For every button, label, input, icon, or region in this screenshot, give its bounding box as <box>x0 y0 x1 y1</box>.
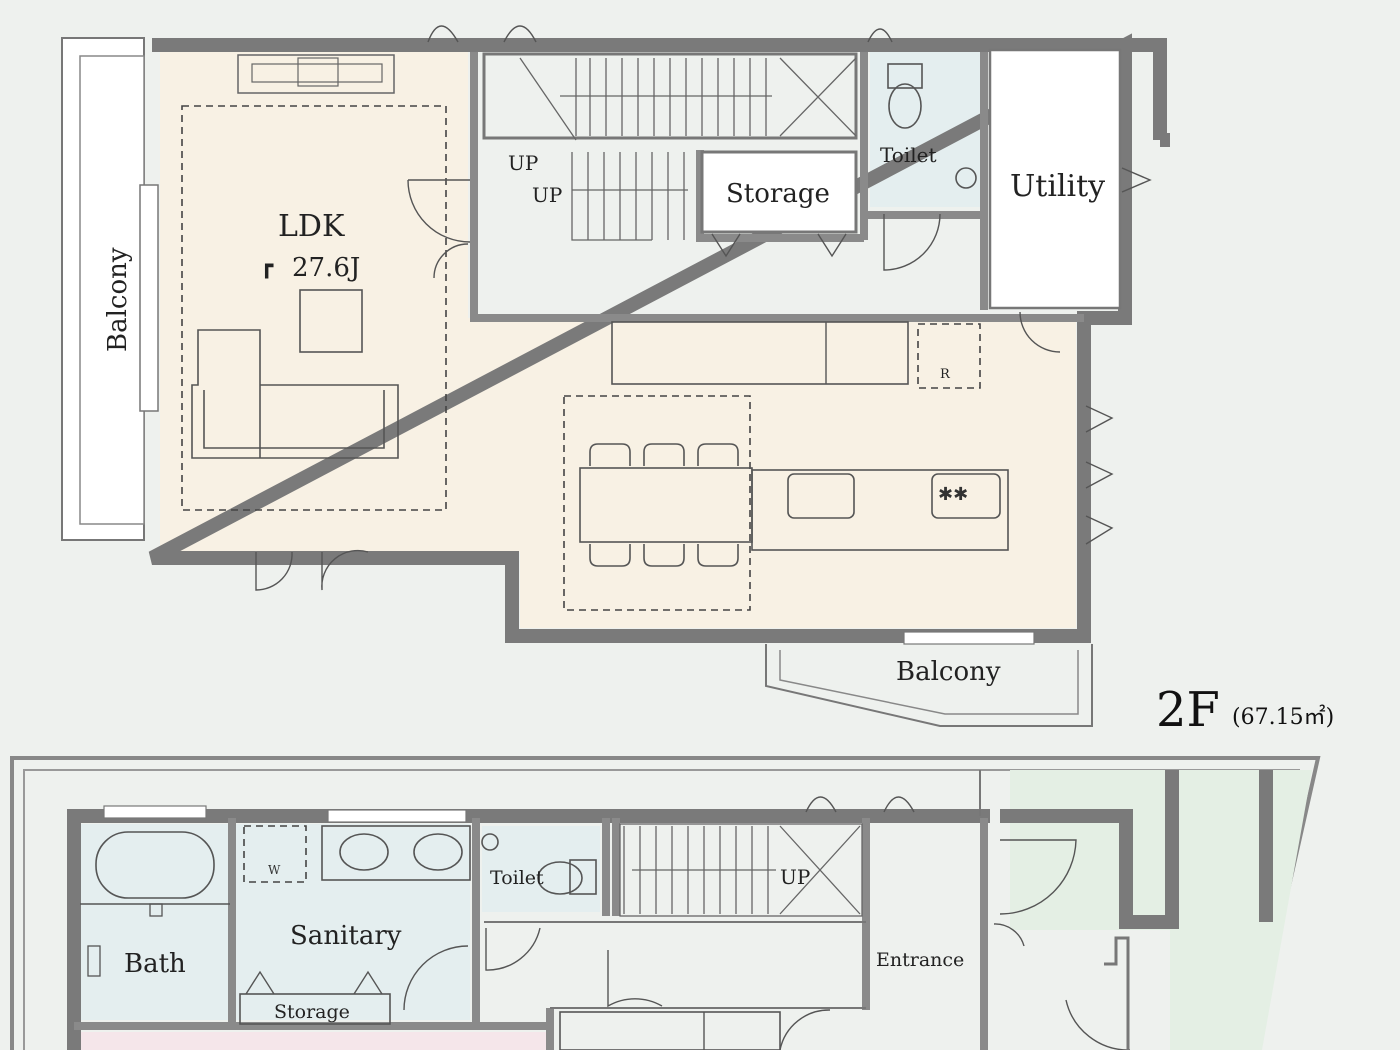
sink <box>787 473 855 519</box>
tv-stand <box>297 57 339 87</box>
bath-window <box>103 805 207 819</box>
balcony-south <box>765 644 1093 727</box>
burner-icon: ✱✱ <box>938 484 968 505</box>
entrance-label: Entrance <box>876 949 964 971</box>
porch-wall <box>1104 936 1130 1050</box>
washer <box>243 825 307 883</box>
floor-title-2f: 2F <box>1156 682 1220 738</box>
sanitary-label: Sanitary <box>290 921 402 951</box>
floor-2f: R ✱✱ UP UP <box>61 25 1334 738</box>
storage-1f-label: Storage <box>274 1001 350 1023</box>
floor-area-2f: (67.15㎡) <box>1232 704 1334 730</box>
balcony-west-label: Balcony <box>103 247 133 352</box>
toilet-1f-bowl <box>537 861 583 895</box>
closet-1f <box>559 1011 781 1050</box>
toilet-bowl <box>888 83 922 129</box>
up-label-1: UP <box>508 151 538 175</box>
bath-faucet <box>87 945 101 977</box>
toilet-1f-basin <box>481 833 499 851</box>
doors-2f <box>255 25 1152 591</box>
storage-1f-doors <box>245 970 383 995</box>
inner-wall-1f <box>74 818 988 1050</box>
bath-floor <box>80 824 230 1020</box>
pink-floor <box>80 1032 550 1050</box>
fridge <box>917 323 981 389</box>
dining-table <box>579 467 753 543</box>
up-label-1f: UP <box>780 865 810 889</box>
tv <box>251 63 383 83</box>
toilet-1f-label: Toilet <box>490 867 544 889</box>
hand-basin <box>955 167 977 189</box>
back-counter <box>611 321 909 385</box>
living-rug <box>181 105 447 511</box>
sanitary-window <box>327 809 467 823</box>
site-boundary-inner <box>23 769 1300 1050</box>
ldk-size: 27.6J <box>292 253 360 283</box>
window-south <box>903 631 1035 645</box>
washer-mark: W <box>268 863 281 877</box>
sofa <box>191 329 399 459</box>
inner-wall-1f-b <box>484 770 981 1009</box>
fridge-mark: R <box>940 367 951 382</box>
balcony-south-inner <box>779 650 1079 715</box>
dining-chairs <box>589 443 739 567</box>
balcony-south-label: Balcony <box>896 657 1001 687</box>
utility-room <box>988 48 1122 310</box>
basin-2 <box>413 833 463 871</box>
outer-wall-1f <box>67 770 1273 1050</box>
yard <box>1010 770 1312 1050</box>
toilet-1f-tank <box>569 859 597 895</box>
bath-label: Bath <box>124 949 186 979</box>
ldk-floor <box>160 52 1076 628</box>
utility-label: Utility <box>1010 169 1105 204</box>
stairs-2f <box>519 57 857 241</box>
tatami-icon: ┏ <box>260 254 274 279</box>
window-west <box>139 184 159 412</box>
storage-box <box>700 150 858 234</box>
basin-1 <box>339 833 389 871</box>
stairs-1f <box>619 823 863 917</box>
ldk-label: LDK <box>278 209 345 244</box>
floor-1f: W UP <box>10 756 1321 1050</box>
up-label-2: UP <box>532 183 562 207</box>
coffee-table <box>299 289 363 353</box>
outer-wall-2f <box>148 33 1170 643</box>
storage-1f-box <box>239 993 391 1025</box>
toilet-tank <box>887 63 923 89</box>
storage-2f-label: Storage <box>726 179 830 209</box>
bathtub <box>95 831 215 899</box>
tv-unit <box>237 54 395 94</box>
vanity <box>321 825 471 881</box>
stair-wall <box>482 52 858 140</box>
inner-wall-2f <box>470 52 1084 322</box>
doors-1f <box>403 796 1130 1050</box>
dining-rug <box>563 395 751 611</box>
toilet-2f-label: Toilet <box>880 143 937 167</box>
stove <box>931 473 1001 519</box>
sanitary-floor <box>236 824 470 1020</box>
